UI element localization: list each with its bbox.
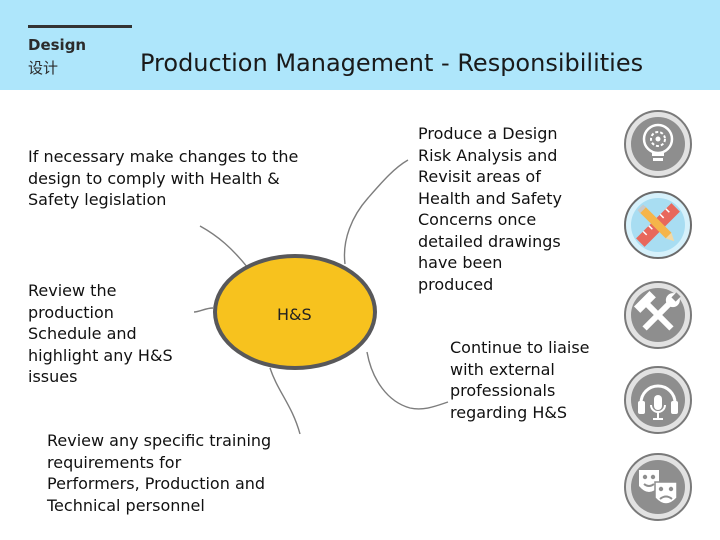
branch-liaise-line: regarding H&S [450,402,567,422]
logo-rule [28,25,132,28]
hub-label: H&S [277,305,312,324]
hub-node [213,254,377,370]
logo-text: Design [28,36,87,54]
connector-liaise [366,351,449,410]
branch-schedule-line: issues [28,367,78,386]
branch-schedule-line: highlight any H&S [28,345,173,365]
branch-liaise-line: with external [450,359,555,379]
branch-training-line: Performers, Production and [47,474,266,493]
branch-training: Review any specific training requirement… [47,430,271,516]
branch-liaise: Continue to liaise with external profess… [450,337,590,423]
branch-schedule-line: production [28,302,114,322]
branch-risk-line: produced [418,274,494,294]
branch-legislation-line: design to comply with Health & [28,168,280,188]
pencil-ruler-icon [624,191,692,259]
branch-schedule: Review the production Schedule and highl… [28,280,173,388]
header-banner [0,0,720,90]
branch-schedule-line: Review the [28,281,117,300]
tools-icon [624,281,692,349]
branch-risk-line: Health and Safety [418,188,562,208]
branch-risk-line: Produce a Design [418,124,558,143]
lightbulb-gear-icon [624,110,692,178]
branch-risk-line: Concerns once [418,210,537,229]
branch-liaise-line: professionals [450,381,556,400]
branch-legislation: If necessary make changes to the design … [28,146,298,211]
branch-training-line: Review any specific training [47,431,272,450]
theatre-masks-icon [624,453,692,521]
branch-risk-line: Revisit areas of [418,167,541,186]
branch-risk: Produce a Design Risk Analysis and Revis… [418,123,562,295]
branch-liaise-line: Continue to liaise [450,338,590,357]
branch-risk-line: have been [418,253,503,272]
branch-legislation-line: If necessary make changes to the [28,147,299,166]
connector-legislation [199,225,249,269]
connector-schedule [193,307,214,313]
branch-risk-line: detailed drawings [418,231,561,251]
branch-schedule-line: Schedule and [28,324,137,343]
branch-legislation-line: Safety legislation [28,190,167,209]
connector-training [269,367,301,435]
branch-training-line: Technical personnel [47,495,205,515]
branch-training-line: requirements for [47,452,182,472]
page-title: Production Management - Responsibilities [140,49,644,77]
logo-subtitle: 设计 [28,59,59,77]
connector-risk [343,159,409,265]
microphone-headphones-icon [624,366,692,434]
branch-risk-line: Risk Analysis and [418,145,558,165]
